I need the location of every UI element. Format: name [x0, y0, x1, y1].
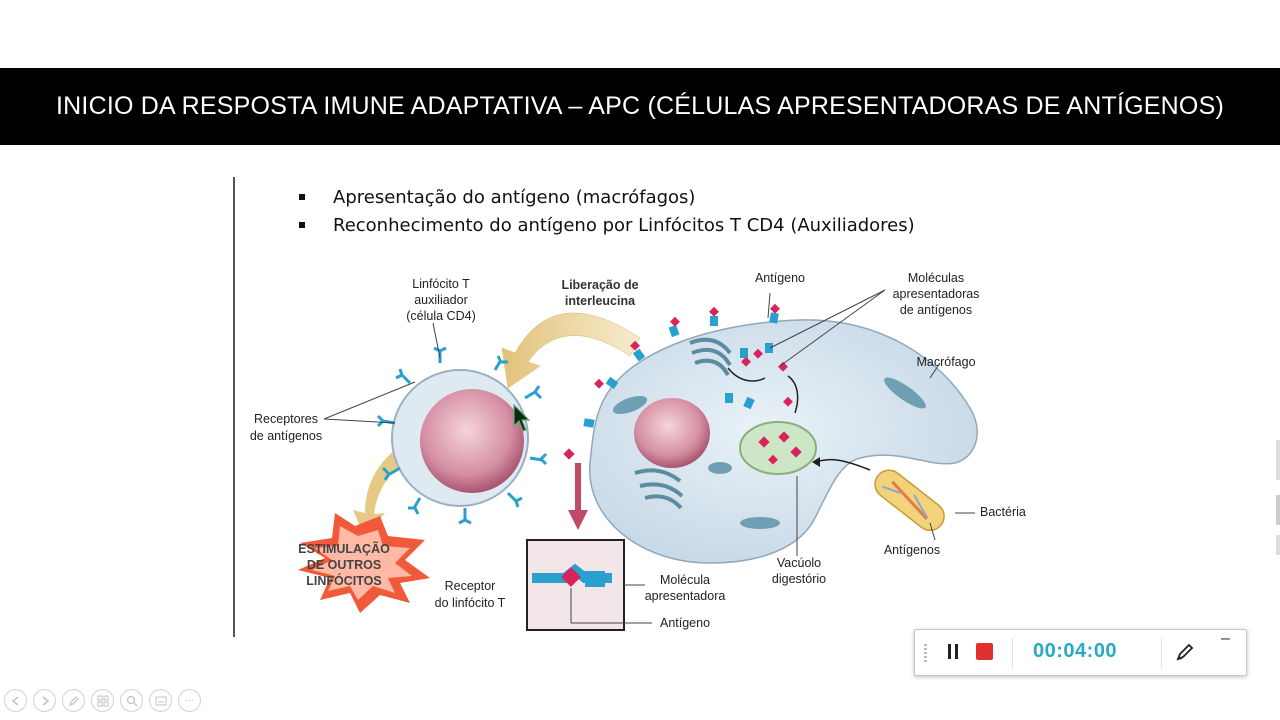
mouse-cursor	[513, 404, 531, 432]
bullet-text: Reconhecimento do antígeno por Linfócito…	[333, 215, 915, 236]
inset-box	[526, 539, 625, 631]
see-all-slides-button[interactable]	[91, 689, 114, 712]
zoom-button[interactable]	[120, 689, 143, 712]
bullet-item: Apresentação do antígeno (macrófagos)	[296, 184, 915, 212]
label-receptors-1: Receptores	[254, 412, 318, 426]
pages-icon	[97, 695, 108, 706]
more-options-button[interactable]: ···	[178, 689, 201, 712]
previous-slide-button[interactable]	[4, 689, 27, 712]
title-bar: INICIO DA RESPOSTA IMUNE ADAPTATIVA – AP…	[0, 68, 1280, 145]
bullet-item: Reconhecimento do antígeno por Linfócito…	[296, 212, 915, 240]
macrophage-nucleus	[634, 398, 710, 468]
digestive-vacuole	[739, 421, 817, 475]
next-icon	[42, 695, 49, 706]
bacterium	[874, 469, 945, 532]
label-antigen-bottom: Antígeno	[660, 616, 710, 630]
pen-icon	[1176, 643, 1194, 661]
label-molecules-3: de antígenos	[900, 303, 972, 317]
more-icon: ···	[184, 694, 195, 706]
stop-button[interactable]	[976, 643, 993, 660]
label-presenting-1: Molécula	[660, 573, 710, 587]
label-tcr-1: Receptor	[445, 579, 496, 593]
stimulation-arrow	[353, 443, 412, 538]
prev-icon	[11, 695, 18, 706]
label-t-cell-1: Linfócito T	[412, 277, 470, 291]
label-molecules-1: Moléculas	[908, 271, 964, 285]
label-receptors-2: de antígenos	[250, 429, 322, 443]
label-antigen-top: Antígeno	[755, 271, 805, 285]
label-stimulation-1: ESTIMULAÇÃO	[298, 541, 390, 556]
drag-handle[interactable]	[924, 644, 927, 662]
bullet-text: Apresentação do antígeno (macrófagos)	[333, 187, 696, 208]
pause-button[interactable]	[945, 643, 961, 661]
recording-timer: 00:04:00	[1033, 640, 1118, 662]
immune-response-figure: Linfócito T auxiliador (célula CD4) Libe…	[250, 271, 1026, 631]
bullet-marker	[299, 194, 305, 200]
label-tcr-2: do linfócito T	[435, 596, 506, 610]
label-vacuole-1: Vacúolo	[777, 556, 821, 570]
zoom-icon	[126, 695, 137, 706]
label-antigens: Antígenos	[884, 543, 940, 557]
label-macrophage: Macrófago	[916, 355, 975, 369]
label-stimulation-2: DE OUTROS	[307, 558, 381, 572]
bullet-list: Apresentação do antígeno (macrófagos) Re…	[296, 184, 915, 240]
divider-line	[233, 177, 235, 637]
minimize-button[interactable]: –	[1221, 630, 1230, 647]
pen-button[interactable]	[1173, 640, 1197, 664]
subtitles-icon	[155, 696, 166, 705]
label-t-cell-2: auxiliador	[414, 293, 468, 307]
pen-tool-button[interactable]	[62, 689, 85, 712]
slide-title: INICIO DA RESPOSTA IMUNE ADAPTATIVA – AP…	[56, 92, 1224, 120]
label-stimulation-3: LINFÓCITOS	[306, 573, 381, 588]
label-molecules-2: apresentadoras	[893, 287, 980, 301]
screen-recorder-panel: 00:04:00 –	[914, 629, 1247, 676]
separator	[1161, 638, 1162, 668]
pen-icon	[68, 695, 79, 706]
label-t-cell-3: (célula CD4)	[406, 309, 475, 323]
bullet-marker	[299, 222, 305, 228]
separator	[1012, 638, 1013, 668]
label-release-2: interleucina	[565, 294, 636, 308]
label-presenting-2: apresentadora	[645, 589, 726, 603]
t-cell-nucleus	[420, 389, 524, 493]
subtitles-button[interactable]	[149, 689, 172, 712]
edge-artifact	[1276, 440, 1280, 555]
label-vacuole-2: digestório	[772, 572, 826, 586]
next-slide-button[interactable]	[33, 689, 56, 712]
label-release-1: Liberação de	[561, 278, 638, 292]
label-bacteria: Bactéria	[980, 505, 1026, 519]
interleukin-arrow	[501, 312, 641, 389]
slideshow-toolbar: ···	[4, 689, 201, 715]
